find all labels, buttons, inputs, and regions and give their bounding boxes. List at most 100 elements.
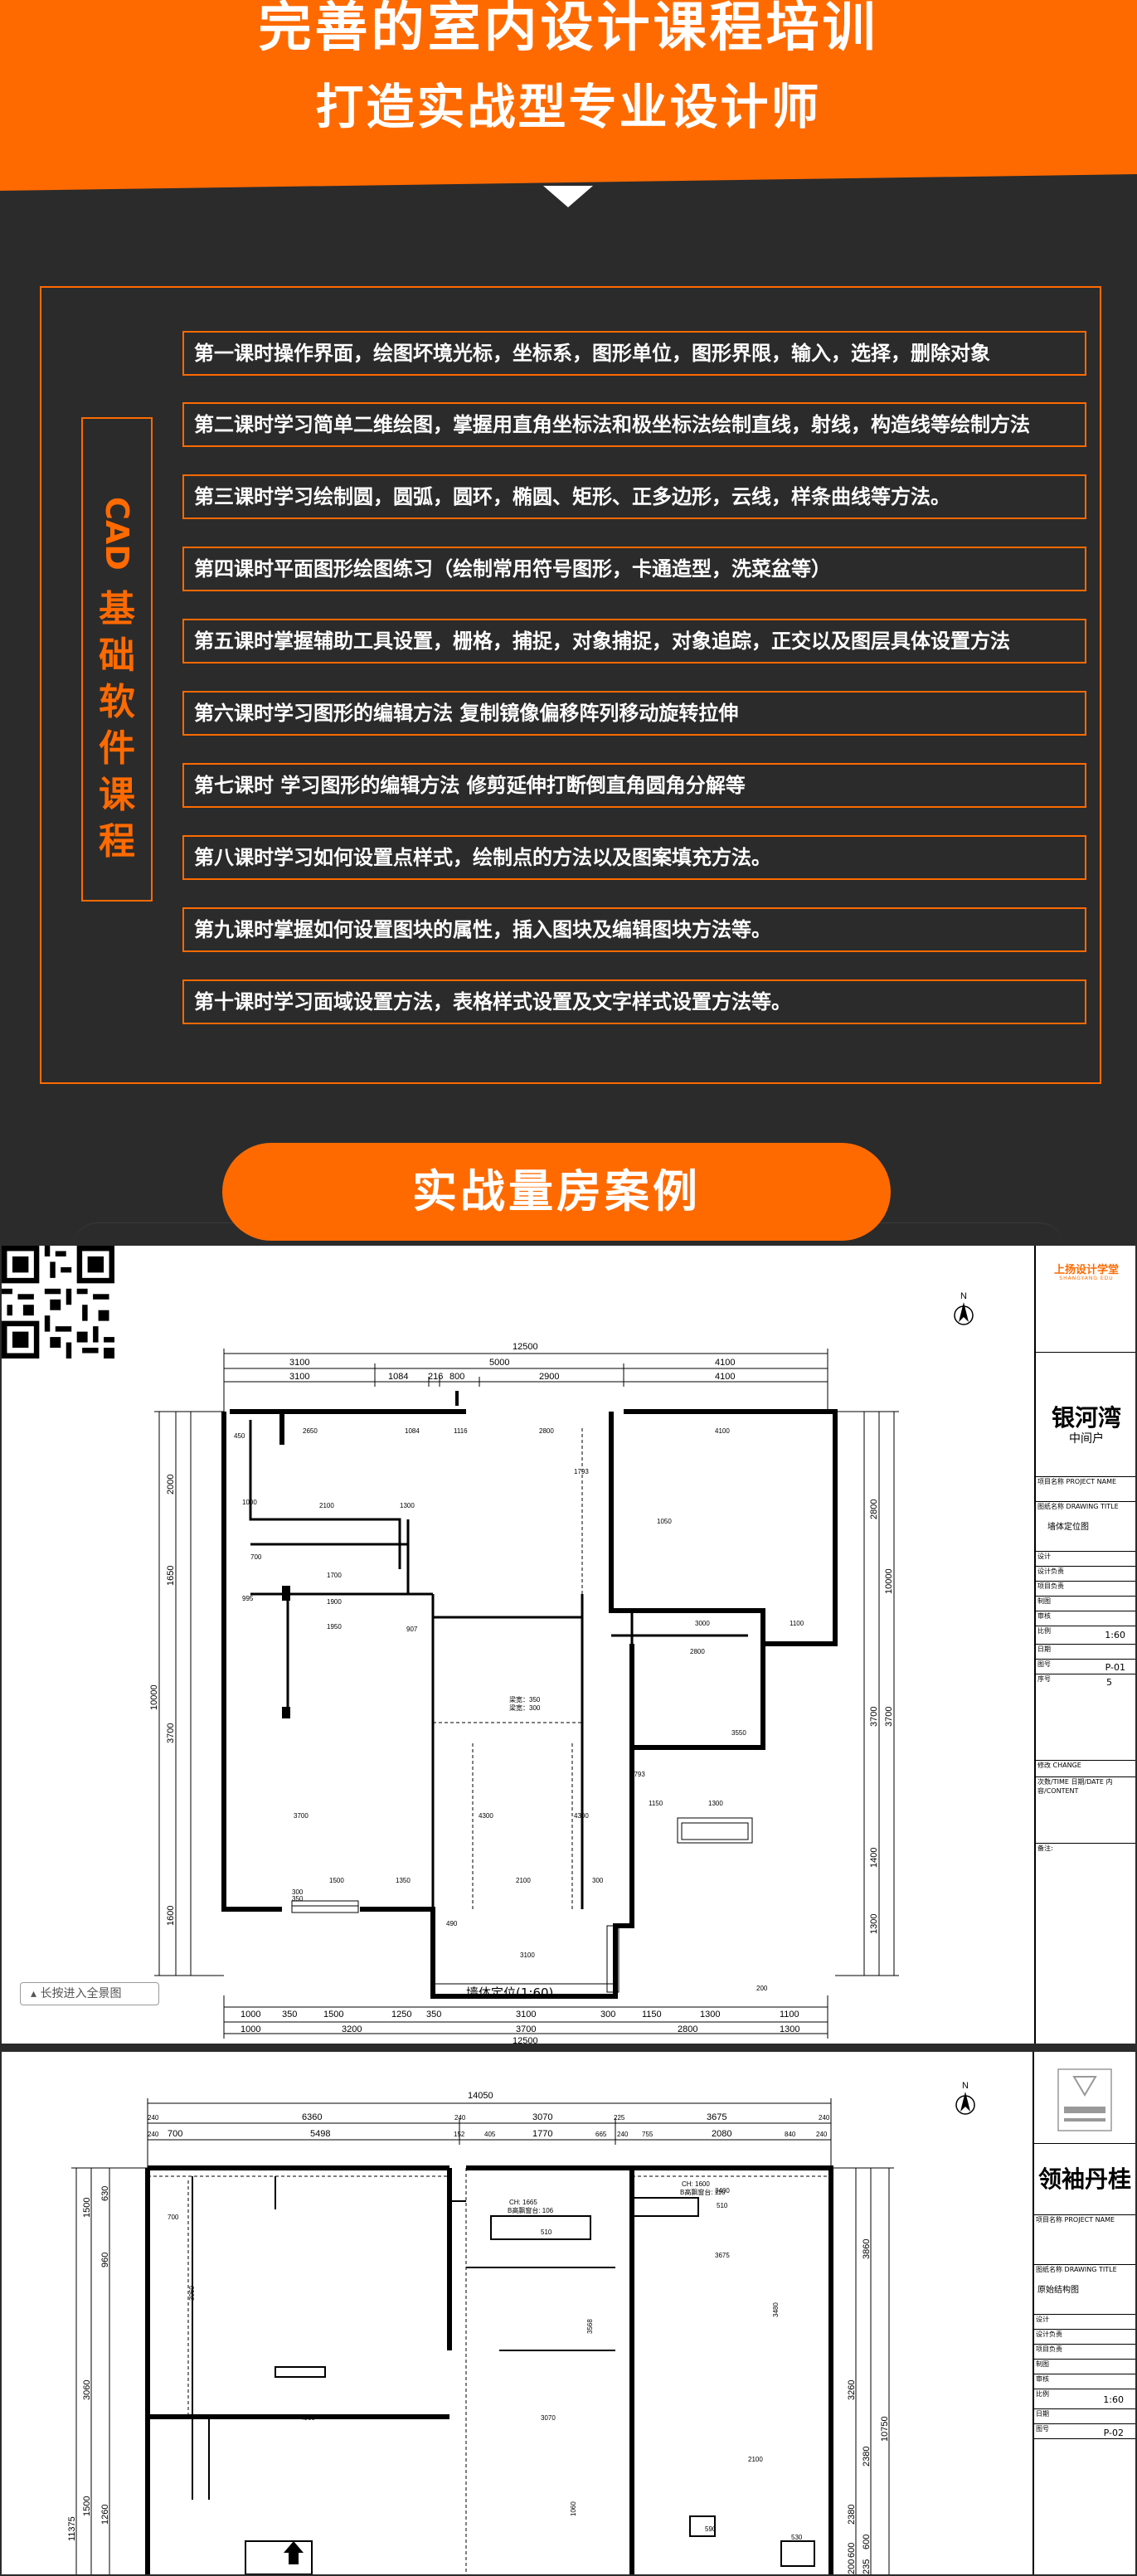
dim-label: 4300 (574, 1812, 589, 1820)
dim-label: 3400 (715, 2187, 730, 2194)
dim-label: 3860 (862, 2239, 872, 2259)
dim-label: 240 (819, 2114, 830, 2122)
dim-label: 1950 (327, 1623, 342, 1631)
dim-label: 152 (454, 2131, 465, 2138)
dim-label: 3100 (520, 1951, 535, 1959)
dim-label: 1084 (405, 1427, 420, 1435)
dim-right-total: 10750 (880, 2416, 890, 2442)
dim-label: 1050 (657, 1518, 672, 1525)
dim-left-total: 11375 (67, 2516, 77, 2541)
dim-label: 3100 (289, 1358, 309, 1368)
north-arrow-icon: N (955, 2081, 975, 2115)
dim-label: 3700 (294, 1812, 309, 1820)
tb-pm: 项目负责 (1036, 1581, 1135, 1596)
dim-label: 1000 (241, 2024, 260, 2034)
dim-label: 3000 (695, 1620, 710, 1627)
dim-label: 1400 (869, 1848, 879, 1868)
dim-label: 630 (100, 2186, 110, 2201)
drawing-number: P-02 (1103, 2428, 1124, 2438)
lesson-item-1: 第一课时操作界面，绘图坏境光标，坐标系，图形单位，图形界限，输入，选择，删除对象 (182, 331, 1086, 376)
dim-label: 1700 (327, 1572, 342, 1579)
beam-label: B高飘窗台: 110 (680, 2188, 726, 2196)
dim-top-total: 12500 (513, 1342, 538, 1352)
dim-label: 1000 (241, 2010, 260, 2019)
dim-label: 300 (592, 1877, 604, 1884)
dim-label: 3700 (869, 1707, 879, 1727)
dim-label: 405 (484, 2131, 496, 2138)
dim-label: 600 (847, 2543, 857, 2558)
dim-label: 1300 (780, 2024, 799, 2034)
tb-design: 设计 (1034, 2314, 1135, 2329)
dim-label: 1793 (574, 1468, 589, 1475)
floorplan-sheet-1[interactable]: N 12500 3100 5000 4100 3100 1084 216 800… (0, 1244, 1137, 2045)
floorplan-sheet-2[interactable]: N 14050 240 6360 240 3070 225 3675 240 2… (0, 2050, 1137, 2576)
dim-label: 1060 (570, 2501, 577, 2516)
qr-code-icon[interactable] (2, 1246, 114, 1358)
dim-label: 2800 (678, 2024, 697, 2034)
dim-label: 1250 (391, 2010, 411, 2019)
north-label: N (962, 2081, 969, 2091)
beam-label: CH: 1665 (509, 2199, 537, 2206)
scale-value: 1:60 (1103, 2394, 1124, 2405)
dim-label: 2800 (869, 1499, 879, 1519)
drawing-title: 原始结构图 (1037, 2286, 1079, 2295)
dim-label: 1260 (100, 2505, 110, 2525)
dim-label: 3550 (731, 1729, 746, 1737)
dim-label: 4100 (715, 1427, 730, 1435)
dim-label: 530 (791, 2534, 803, 2541)
dim-label: 240 (816, 2131, 828, 2138)
dim-label: 1900 (327, 1598, 342, 1606)
dim-right-total: 10000 (884, 1568, 894, 1594)
dim-label: 3200 (342, 2024, 362, 2034)
beam-label: CH: 1600 (682, 2180, 710, 2188)
dim-label: 800 (449, 1372, 464, 1382)
dim-left-total: 10000 (149, 1684, 159, 1710)
cad-course-panel: CAD 基 础 软 件 课 程 第一课时操作界面，绘图坏境光标，坐标系，图形单位… (40, 286, 1101, 1084)
drawing-title: 墙体定位图 (1047, 1523, 1089, 1532)
dim-label: 755 (642, 2131, 654, 2138)
dim-label: 240 (454, 2114, 466, 2122)
lesson-item-6: 第六课时学习图形的编辑方法 复制镜像偏移阵列移动旋转拉伸 (182, 691, 1086, 736)
title-block-1: 上扬设计学堂 SHANGYANG EDU 银河湾 中间户 项目名称 PROJEC… (1034, 1246, 1135, 2044)
case-title-pill: 实战量房案例 (222, 1143, 891, 1241)
dim-label: 490 (446, 1920, 458, 1927)
hero-orange-band (0, 0, 1137, 191)
dim-label: 1650 (166, 1566, 176, 1586)
course-title-char: 基 (99, 588, 135, 630)
dim-label: 3070 (541, 2414, 556, 2422)
scale-value: 1:60 (1105, 1630, 1125, 1640)
tb-pm: 项目负责 (1034, 2344, 1135, 2359)
dim-label: 1116 (454, 1427, 468, 1435)
plan-caption: 墙体定位(1:60) (466, 1985, 554, 2000)
dim-label: 1300 (708, 1800, 723, 1807)
brand-logo-icon (1057, 2068, 1112, 2131)
dim-label: 600 (862, 2535, 872, 2549)
course-title-char: 础 (99, 634, 135, 677)
dim-label: 3060 (188, 2286, 196, 2301)
dim-label: 1100 (790, 1620, 804, 1627)
dim-label: 1100 (780, 2010, 799, 2019)
dim-label: 2800 (690, 1648, 705, 1655)
dim-label: 2380 (847, 2505, 857, 2525)
tb-date: 日期 (1034, 2408, 1135, 2423)
dim-label: 1300 (400, 1502, 415, 1509)
tb-change-header: 次数/TIME 日期/DATE 内容/CONTENT (1036, 1776, 1135, 1796)
course-vertical-title-box: CAD 基 础 软 件 课 程 (81, 417, 153, 902)
dim-label: 1350 (396, 1877, 411, 1884)
entrance-arrow-icon (284, 2541, 304, 2564)
dim-label: 240 (617, 2131, 629, 2138)
dim-label: 960 (100, 2253, 110, 2267)
dim-bottom-total: 12500 (513, 2036, 538, 2045)
course-vertical-title: CAD 基 础 软 件 课 程 (83, 485, 151, 865)
beam-label: 梁宽：300 (509, 1704, 541, 1712)
panorama-button-label: 长按进入全景图 (40, 1987, 122, 2000)
dim-label: 3568 (586, 2319, 594, 2334)
north-label: N (960, 1291, 967, 1301)
dim-label: 5000 (489, 1358, 509, 1368)
dim-label: 3100 (289, 1372, 309, 1382)
panorama-button[interactable]: ▴ 长按进入全景图 (20, 1982, 159, 2005)
dim-label: 4560 (300, 2414, 315, 2422)
dim-label: 2100 (748, 2456, 763, 2463)
lesson-item-2: 第二课时学习简单二维绘图，掌握用直角坐标法和极坐标法绘制直线，射线，构造线等绘制… (182, 402, 1086, 447)
